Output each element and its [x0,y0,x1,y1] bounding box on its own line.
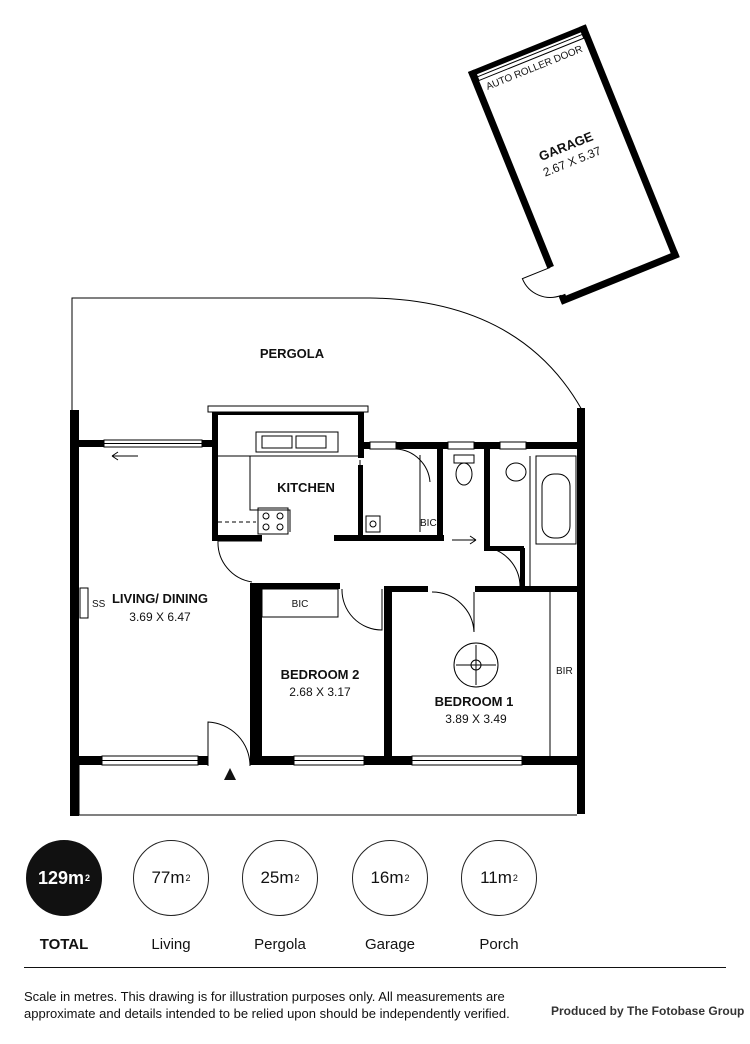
garage: AUTO ROLLER DOOR GARAGE 2.67 X 5.37 [468,24,680,305]
disclaimer-line-1: Scale in metres. This drawing is for ill… [24,989,505,1004]
area-unit: 2 [294,873,300,883]
internal-doors [217,448,521,633]
basin [505,462,527,482]
area-label-garage: Garage [364,936,416,953]
living-dims: 3.69 X 6.47 [129,610,191,624]
garage-wall-left [468,69,569,304]
divider [24,967,726,968]
garage-door-swing [521,266,562,298]
area-unit: 2 [404,873,410,883]
disclaimer: Scale in metres. This drawing is for ill… [24,988,554,1022]
ceiling-fan-icon [453,642,499,688]
living-dining: SS LIVING/ DINING 3.69 X 6.47 [79,587,208,624]
floor-plan: AUTO ROLLER DOOR GARAGE 2.67 X 5.37 PERG… [70,24,680,816]
kitchen-name: KITCHEN [277,480,335,495]
area-value: 25m [260,868,294,887]
producer-credit: Produced by The Fotobase Group [551,1004,745,1018]
pergola-name: PERGOLA [260,346,325,361]
kitchen-sink [255,431,339,453]
area-unit: 2 [185,873,191,883]
garage-wall-top [468,24,588,77]
pergola: PERGOLA [71,297,583,412]
windows [101,405,527,780]
area-label-pergola: Pergola [254,936,306,953]
laundry-tub [365,515,381,533]
area-unit: 2 [512,873,518,883]
area-value: 129m [37,867,85,888]
ss-unit [79,587,89,619]
bedroom1-name: BEDROOM 1 [435,694,514,709]
disclaimer-line-2: approximate and details intended to be r… [24,1006,510,1021]
bathtub [535,455,577,545]
bic-laundry: BIC [420,518,437,529]
bic-hall: BIC [292,599,309,610]
bedroom-1: BIR BEDROOM 1 3.89 X 3.49 [435,592,573,756]
area-value: 11m [480,868,512,887]
bedroom2-name: BEDROOM 2 [281,667,360,682]
area-label-living: Living [151,936,191,953]
bir-label: BIR [556,666,573,677]
living-name: LIVING/ DINING [112,591,208,606]
pergola-outline [71,297,583,412]
ss-label: SS [92,599,106,610]
toilet-cistern [453,454,475,464]
area-label-porch: Porch [479,936,519,953]
wet-areas: BIC [365,454,577,586]
entry-arrow [224,768,236,780]
front-door-swing [207,721,251,767]
area-value: 16m [370,868,404,887]
garage-wall-bottom [559,250,680,305]
cooktop [257,507,289,535]
area-label-total: TOTAL [39,936,89,953]
area-unit: 2 [85,873,91,883]
bedroom2-dims: 2.68 X 3.17 [289,685,351,699]
area-value: 77m [151,868,185,887]
bedroom1-dims: 3.89 X 3.49 [445,712,507,726]
bedroom-2: BIC BEDROOM 2 2.68 X 3.17 [261,588,360,699]
kitchen: KITCHEN [218,431,358,535]
garage-wall-right [579,24,680,259]
toilet-bowl [455,462,473,486]
